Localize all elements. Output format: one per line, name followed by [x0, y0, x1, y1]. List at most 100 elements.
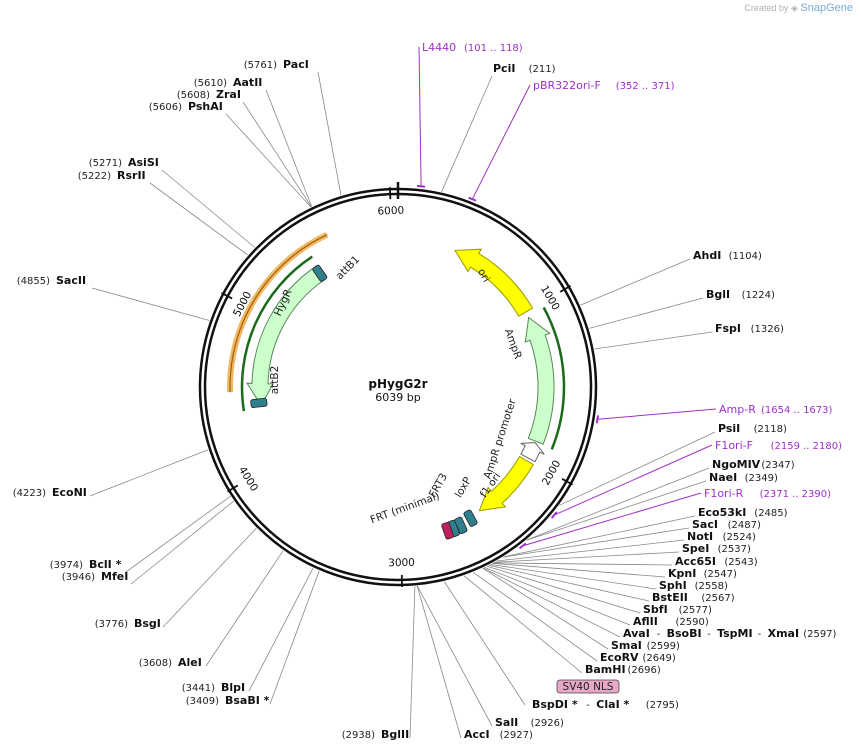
- site-leader-20: [526, 467, 710, 541]
- feature-ampr-promoter: [520, 442, 545, 463]
- site-pos-22: (2485): [754, 508, 787, 519]
- site-name-5: RsrII: [117, 169, 146, 182]
- site-name-30: SbfI: [643, 603, 668, 616]
- site-name-12: BlpI: [221, 681, 245, 694]
- site-pos-42: (2927): [500, 730, 533, 741]
- site-leader-7: [89, 449, 209, 497]
- site-name-28: SphI: [659, 579, 687, 592]
- site-leader-23: [503, 527, 690, 558]
- feature-attb1: [312, 264, 328, 282]
- site-name-18: FspI: [715, 322, 741, 335]
- site-leader-2: [242, 101, 312, 208]
- feature-ampr-outline: [542, 306, 566, 450]
- label-loxp: loxP: [453, 475, 474, 500]
- tick-4000: [227, 484, 239, 493]
- site-name-23: SacI: [692, 518, 718, 531]
- site-pos-13: (3409): [186, 696, 219, 707]
- site-leader-16: [580, 258, 691, 306]
- site-leader-30: [486, 565, 641, 614]
- site-name-0: PacI: [283, 58, 309, 71]
- site-leader-11: [205, 550, 284, 667]
- plasmid-name: pHygG2r: [368, 377, 427, 391]
- site-pos-26: (2543): [724, 557, 757, 568]
- label-ampr: AmpR: [502, 327, 524, 361]
- site-leader-12: [248, 567, 314, 692]
- site-leader-3: [225, 113, 312, 208]
- site-name-29: BstEII: [652, 591, 688, 604]
- label-attb2: attB2: [269, 366, 281, 395]
- label-attb1: attB1: [334, 254, 363, 283]
- primer-name-3: F1ori-F: [715, 439, 753, 452]
- site-sep-33: -: [707, 629, 711, 640]
- site-name-35: XmaI: [768, 627, 799, 640]
- site-name-38: BamHI: [585, 663, 626, 676]
- site-name-21: NaeI: [709, 471, 737, 484]
- site-name-9: MfeI: [101, 570, 128, 583]
- site-name-19: PsiI: [718, 422, 740, 435]
- site-name-13: BsaBI *: [225, 694, 270, 707]
- site-leader-17: [589, 297, 704, 329]
- label-ori: ori: [475, 267, 492, 285]
- tick-label-2000: 2000: [540, 458, 564, 487]
- primer-mark-0: [416, 184, 426, 188]
- site-pos-37: (2649): [643, 653, 676, 664]
- primer-name-4: F1ori-R: [704, 487, 744, 500]
- feature-f1-ori: [478, 455, 534, 512]
- site-leader-19: [559, 431, 716, 506]
- site-leader-22: [503, 515, 696, 558]
- site-pos-11: (3608): [139, 658, 172, 669]
- site-leader-1: [265, 89, 313, 207]
- feature-sv40-line: [229, 234, 328, 393]
- site-pos-27: (2547): [704, 569, 737, 580]
- feature-ori: [454, 248, 534, 317]
- primer-leader-2: [597, 408, 717, 420]
- site-leader-37: [472, 571, 598, 662]
- site-pos-17: (1224): [742, 290, 775, 301]
- site-leader-32: [482, 567, 621, 638]
- tick-label-3000: 3000: [388, 557, 415, 570]
- site-leader-41: [417, 585, 493, 727]
- site-name-6: SacII: [56, 274, 86, 287]
- primer-leader-1: [471, 84, 531, 200]
- site-name-24: NotI: [687, 530, 713, 543]
- site-name-11: AleI: [178, 656, 202, 669]
- site-sep-39: -: [586, 700, 590, 711]
- site-name-40: ClaI *: [596, 698, 629, 711]
- label-frt-minimal: FRT (minimal): [369, 490, 442, 526]
- site-name-20: NgoMIV: [712, 458, 761, 471]
- site-pos-12: (3441): [182, 683, 215, 694]
- site-name-8: BclI *: [89, 558, 122, 571]
- site-leader-31: [484, 567, 631, 626]
- site-name-3: PshAI: [188, 100, 223, 113]
- site-name-37: EcoRV: [600, 651, 639, 664]
- site-name-31: AflII: [633, 615, 658, 628]
- site-leader-24: [496, 539, 685, 562]
- site-name-1: AatII: [233, 76, 262, 89]
- site-pos-31: (2590): [676, 617, 709, 628]
- site-leader-6: [91, 287, 210, 321]
- site-pos-4: (5271): [89, 158, 122, 169]
- tick-label-4000: 4000: [236, 465, 260, 494]
- site-name-26: Acc65I: [675, 555, 716, 568]
- site-name-17: BglI: [706, 288, 730, 301]
- site-pos-20: (2347): [761, 460, 794, 471]
- site-name-39: BspDI *: [532, 698, 578, 711]
- site-pos-5: (5222): [78, 171, 111, 182]
- site-name-10: BsgI: [134, 617, 161, 630]
- feature-ampr: [524, 316, 555, 445]
- site-pos-1: (5610): [194, 78, 227, 89]
- site-leader-13: [269, 570, 320, 705]
- site-pos-24: (2524): [723, 532, 756, 543]
- brand-name: SnapGene: [800, 2, 853, 14]
- primer-range-3: (2159 .. 2180): [771, 441, 843, 452]
- site-sep-34: -: [758, 629, 762, 640]
- primer-range-1: (352 .. 371): [616, 81, 675, 92]
- site-name-7: EcoNI: [52, 486, 87, 499]
- site-pos-30: (2577): [679, 605, 712, 616]
- tick-2000: [561, 478, 573, 486]
- site-leader-4: [161, 169, 255, 248]
- primer-range-0: (101 .. 118): [464, 43, 523, 54]
- site-pos-15: (211): [529, 64, 556, 75]
- site-leader-10: [162, 527, 257, 628]
